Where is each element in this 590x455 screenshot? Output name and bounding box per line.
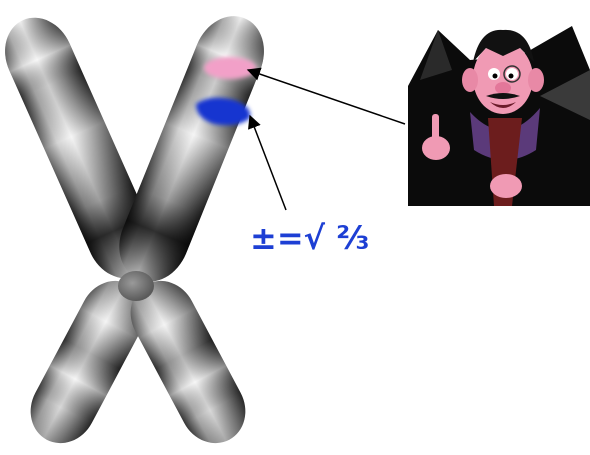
chromosome-arm-lower-right	[130, 280, 246, 444]
blue-band-marker	[196, 97, 251, 126]
arrow-to-pink-band	[246, 67, 406, 125]
chromosome-arm-lower-left	[30, 280, 146, 444]
chromosome-arm-upper-left	[5, 17, 155, 279]
pink-band-marker	[204, 57, 256, 79]
count-character-picture	[408, 26, 590, 206]
arrow-to-blue-band	[248, 114, 287, 211]
centromere	[118, 271, 154, 301]
formula-text: ±=√ ⅔	[250, 219, 370, 257]
chromosome-arm-upper-right	[119, 16, 264, 282]
